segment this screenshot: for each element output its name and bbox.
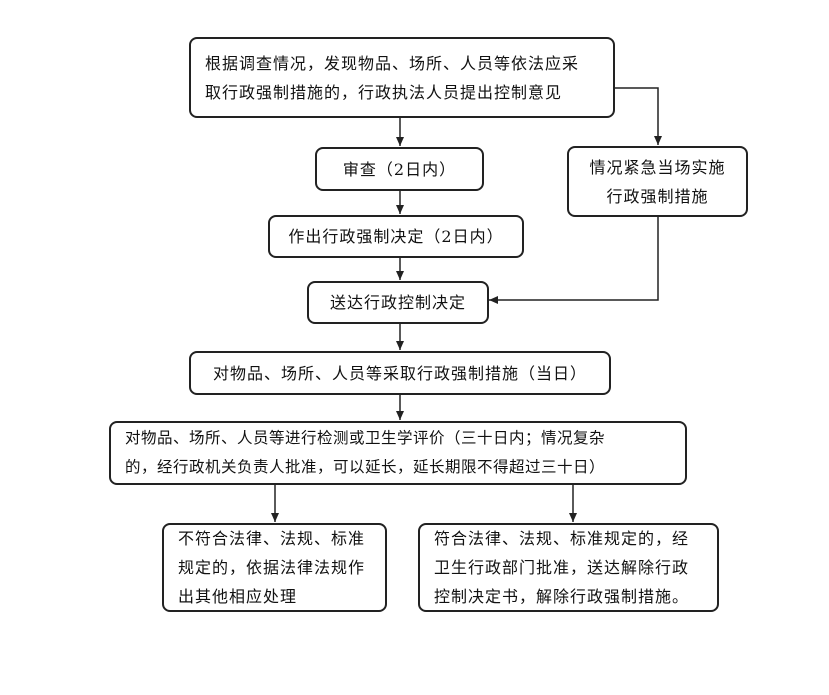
node-compliant-line-2: 卫生行政部门批准，送达解除行政: [434, 558, 690, 577]
node-compliant-line-1: 符合法律、法规、标准规定的，经: [434, 529, 690, 548]
node-take-measures: 对物品、场所、人员等采取行政强制措施（当日）: [189, 351, 611, 395]
node-compliant-line-3: 控制决定书，解除行政强制措施。: [434, 587, 690, 606]
node-emergency-measures: 情况紧急当场实施 行政强制措施: [567, 146, 748, 217]
arrow-n3-n5: [489, 217, 659, 304]
node-control-proposal: 根据调查情况，发现物品、场所、人员等依法应采 取行政强制措施的，行政执法人员提出…: [189, 37, 615, 118]
node-noncompliant-line-3: 出其他相应处理: [178, 587, 298, 606]
node-emergency-measures-line-1: 情况紧急当场实施: [589, 157, 726, 177]
arrow-n1-n3: [615, 87, 662, 145]
node-deliver-decision-label: 送达行政控制决定: [329, 293, 466, 312]
node-deliver-decision: 送达行政控制决定: [307, 281, 489, 324]
node-compliant: 符合法律、法规、标准规定的，经 卫生行政部门批准，送达解除行政 控制决定书，解除…: [418, 523, 719, 612]
node-inspection-line-1: 对物品、场所、人员等进行检测或卫生学评价（三十日内；情况复杂: [125, 429, 606, 447]
node-take-measures-label: 对物品、场所、人员等采取行政强制措施（当日）: [212, 363, 587, 383]
node-review: 审查（2日内）: [315, 147, 484, 191]
node-control-proposal-line-1: 根据调查情况，发现物品、场所、人员等依法应采: [205, 53, 580, 73]
node-noncompliant: 不符合法律、法规、标准 规定的，依据法律法规作 出其他相应处理: [162, 523, 387, 612]
node-emergency-measures-line-2: 行政强制措施: [606, 186, 709, 206]
node-decision: 作出行政强制决定（2日内）: [268, 215, 524, 258]
node-inspection: 对物品、场所、人员等进行检测或卫生学评价（三十日内；情况复杂 的，经行政机关负责…: [109, 421, 687, 485]
node-noncompliant-line-1: 不符合法律、法规、标准: [178, 529, 366, 548]
node-control-proposal-line-2: 取行政强制措施的，行政执法人员提出控制意见: [205, 82, 563, 102]
node-inspection-line-2: 的，经行政机关负责人批准，可以延长，延长期限不得超过三十日）: [125, 458, 606, 476]
node-review-label: 审查（2日内）: [342, 159, 457, 179]
node-decision-label: 作出行政强制决定（2日内）: [288, 227, 504, 246]
node-noncompliant-line-2: 规定的，依据法律法规作: [178, 558, 366, 577]
